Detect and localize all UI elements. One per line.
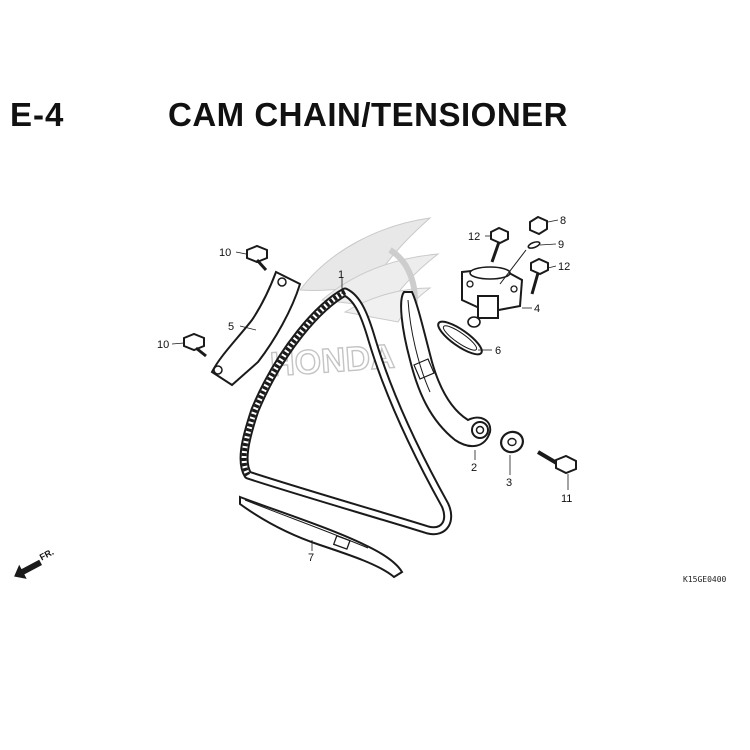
front-direction-arrow-icon [14,559,43,579]
lifter-bolt-lower [530,257,549,295]
cam-chain [239,287,453,536]
callout-10-lower: 10 [157,339,169,351]
figure-code: K15GE0400 [683,575,727,584]
tensioner-gasket [437,320,483,356]
callout-10-upper: 10 [219,247,231,259]
callout-3: 3 [506,477,512,489]
callout-8: 8 [560,215,566,227]
slipper-washer [500,430,524,454]
lower-chain-guide [239,495,404,579]
callout-11: 11 [561,493,572,505]
tensioner-lifter [461,266,524,328]
sealing-bolt [529,215,548,236]
callout-2: 2 [471,462,477,474]
tensioner-slipper [400,291,492,448]
leader-lines [171,219,569,551]
callout-9: 9 [558,239,564,251]
guide-bolt-upper [246,244,268,272]
chain-guide [210,270,302,387]
page-title: CAM CHAIN/TENSIONER [168,96,569,133]
assembly-line-8 [499,249,527,285]
callout-12-upper: 12 [468,231,480,243]
guide-bolt-lower [183,332,207,358]
callout-5: 5 [228,321,234,333]
direction-label: FR. [38,547,55,563]
callout-6: 6 [495,345,501,357]
callout-4: 4 [534,303,540,315]
o-ring [527,241,541,249]
callout-1: 1 [338,269,344,281]
section-code: E-4 [10,96,65,133]
lifter-bolt-upper [490,226,509,263]
callout-12-lower: 12 [558,261,570,273]
slipper-pivot-bolt [536,450,577,475]
callout-7: 7 [308,552,314,564]
